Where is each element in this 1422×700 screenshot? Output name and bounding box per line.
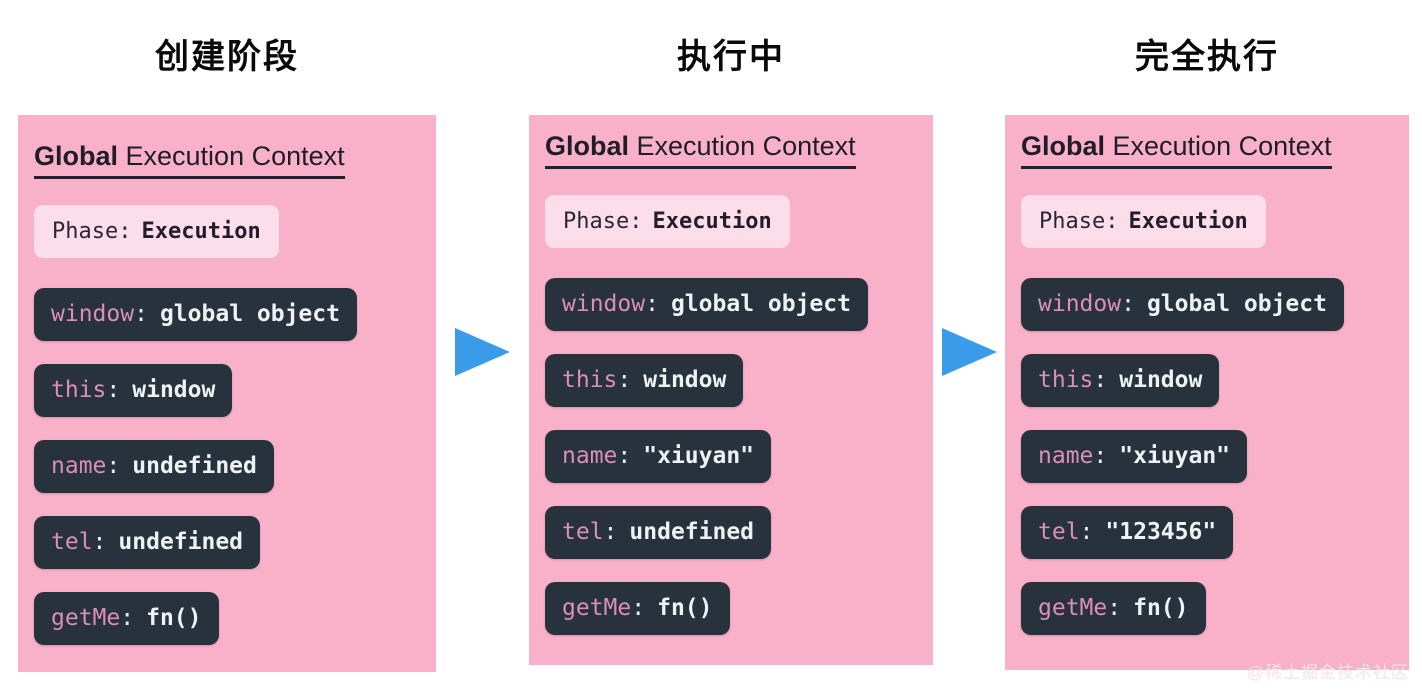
- variable-value: fn(): [657, 595, 713, 621]
- variable-key: getMe: [562, 595, 632, 621]
- variable-box-this: this: window: [1021, 354, 1220, 407]
- card-heading: Global Execution Context: [32, 141, 422, 179]
- stage-title-executing: 执行中: [677, 38, 785, 76]
- variable-value: global object: [670, 291, 851, 317]
- variable-value: undefined: [118, 529, 244, 555]
- heading-rest: Execution Context: [629, 131, 856, 161]
- colon: :: [120, 605, 135, 631]
- colon: :: [617, 443, 632, 469]
- colon: :: [1121, 291, 1135, 317]
- arrow-gap-1: [436, 328, 529, 376]
- execution-context-card-creation: Global Execution Context Phase: Execution…: [18, 115, 436, 672]
- colon: :: [645, 291, 659, 317]
- variable-value: fn(): [1133, 595, 1189, 621]
- variable-box-tel: tel: "123456": [1021, 506, 1234, 559]
- variable-box-name: name: undefined: [34, 440, 274, 493]
- heading-rest: Execution Context: [118, 141, 345, 171]
- variable-key: tel: [562, 519, 604, 545]
- variable-key: name: [51, 453, 107, 479]
- variable-value: "123456": [1105, 519, 1217, 545]
- colon: :: [106, 377, 121, 403]
- variable-box-name: name: "xiuyan": [545, 430, 772, 483]
- colon: :: [603, 519, 618, 545]
- card-heading: Global Execution Context: [543, 131, 919, 169]
- variable-value: "xiuyan": [1119, 443, 1231, 469]
- variable-key: this: [1038, 367, 1094, 393]
- variable-value: window: [1119, 367, 1203, 393]
- colon: :: [631, 595, 646, 621]
- phase-box: Phase: Execution: [34, 205, 279, 258]
- right-arrow-icon: [455, 328, 510, 376]
- heading-global: Global: [34, 141, 119, 171]
- variable-key: this: [51, 377, 107, 403]
- phase-value: Execution: [141, 219, 261, 244]
- variable-key: name: [562, 443, 618, 469]
- variable-value: undefined: [629, 519, 755, 545]
- variable-value: "xiuyan": [643, 443, 755, 469]
- variable-value: window: [132, 377, 216, 403]
- heading-rest: Execution Context: [1105, 131, 1332, 161]
- variable-box-window: window: global object: [1021, 278, 1344, 331]
- variable-key: name: [1038, 443, 1094, 469]
- variable-box-name: name: "xiuyan": [1021, 430, 1248, 483]
- variable-value: global object: [1146, 291, 1327, 317]
- colon: :: [617, 367, 632, 393]
- variable-key: window: [51, 301, 135, 327]
- heading-global: Global: [545, 131, 630, 161]
- phase-value: Execution: [652, 209, 772, 234]
- variable-value: global object: [159, 301, 340, 327]
- right-arrow-icon: [941, 328, 997, 376]
- variable-box-getme: getMe: fn(): [1021, 582, 1206, 635]
- variable-key: window: [562, 291, 646, 317]
- variable-key: getMe: [1038, 595, 1108, 621]
- variable-box-window: window: global object: [545, 278, 868, 331]
- stage-column-executing: 执行中 Global Execution Context Phase: Execu…: [529, 0, 933, 665]
- stage-column-complete: 完全执行 Global Execution Context Phase: Exec…: [1005, 0, 1409, 670]
- watermark: @稀土掘金技术社区: [1246, 663, 1409, 682]
- phase-label: Phase:: [563, 209, 643, 234]
- stage-title-creation: 创建阶段: [155, 38, 299, 76]
- variable-box-this: this: window: [545, 354, 744, 407]
- phase-box: Phase: Execution: [1021, 195, 1266, 248]
- stage-title-complete: 完全执行: [1135, 38, 1279, 76]
- colon: :: [1079, 519, 1094, 545]
- phase-value: Execution: [1128, 209, 1248, 234]
- variable-box-window: window: global object: [34, 288, 357, 341]
- variable-key: window: [1038, 291, 1122, 317]
- variable-box-tel: tel: undefined: [34, 516, 261, 569]
- variable-value: fn(): [146, 605, 202, 631]
- three-stage-layout: 创建阶段 Global Execution Context Phase: Exec…: [18, 0, 1409, 672]
- variable-key: tel: [51, 529, 93, 555]
- phase-label: Phase:: [1039, 209, 1119, 234]
- variable-value: undefined: [132, 453, 257, 479]
- variable-value: window: [643, 367, 727, 393]
- heading-global: Global: [1021, 131, 1106, 161]
- phase-box: Phase: Execution: [545, 195, 790, 248]
- colon: :: [1107, 595, 1122, 621]
- execution-context-card-complete: Global Execution Context Phase: Execution…: [1005, 115, 1409, 670]
- variable-key: this: [562, 367, 618, 393]
- colon: :: [92, 529, 107, 555]
- variable-box-getme: getMe: fn(): [34, 592, 219, 645]
- execution-context-card-executing: Global Execution Context Phase: Execution…: [529, 115, 933, 665]
- colon: :: [134, 301, 148, 327]
- colon: :: [106, 453, 121, 479]
- phase-label: Phase:: [52, 219, 132, 244]
- colon: :: [1093, 367, 1108, 393]
- card-heading: Global Execution Context: [1019, 131, 1395, 169]
- stage-column-creation: 创建阶段 Global Execution Context Phase: Exec…: [18, 0, 436, 672]
- variable-key: getMe: [51, 605, 121, 631]
- colon: :: [1093, 443, 1108, 469]
- variable-box-tel: tel: undefined: [545, 506, 772, 559]
- variable-box-this: this: window: [34, 364, 233, 417]
- variable-key: tel: [1038, 519, 1080, 545]
- variable-box-getme: getMe: fn(): [545, 582, 730, 635]
- arrow-gap-2: [933, 328, 1005, 376]
